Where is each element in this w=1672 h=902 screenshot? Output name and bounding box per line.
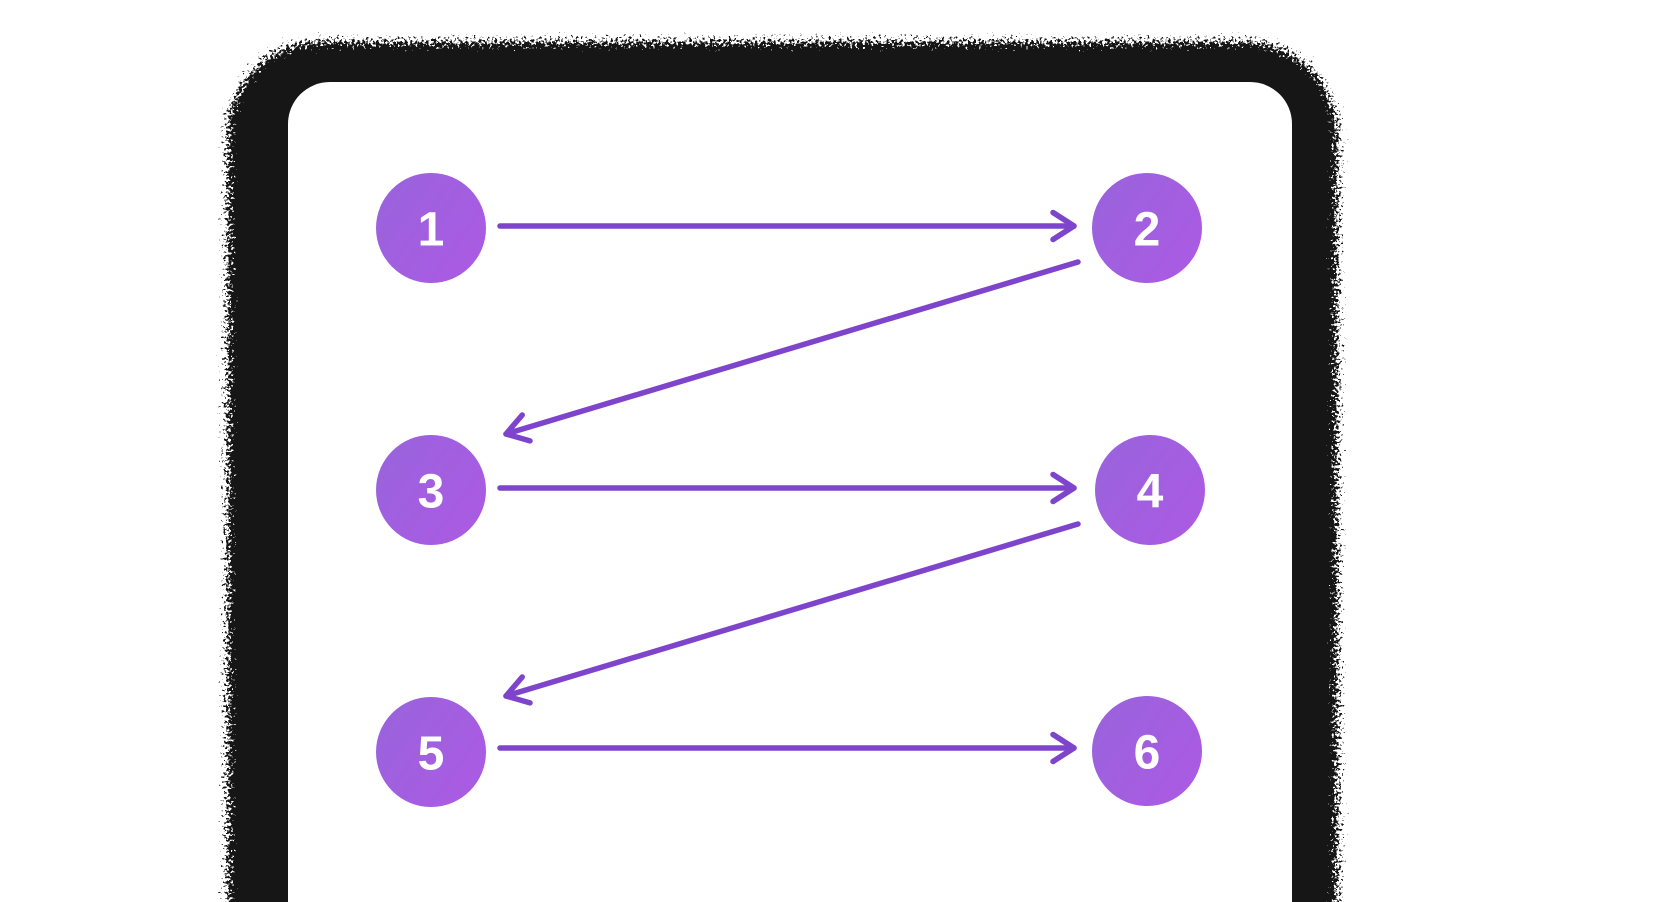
- node-1-label: 1: [418, 203, 445, 256]
- node-6-circle: [1092, 696, 1202, 806]
- node-1-circle: [376, 173, 486, 283]
- node-1: 1: [376, 173, 486, 283]
- node-2: 2: [1092, 173, 1202, 283]
- node-3-label: 3: [418, 465, 445, 518]
- node-2-label: 2: [1134, 203, 1161, 256]
- node-6: 6: [1092, 696, 1202, 806]
- node-4: 4: [1095, 435, 1205, 545]
- node-6-label: 6: [1134, 726, 1161, 779]
- node-5-label: 5: [418, 727, 445, 780]
- node-5-circle: [376, 697, 486, 807]
- edges-group: [497, 209, 1081, 765]
- arrow-2-3: [503, 259, 1081, 444]
- node-4-label: 4: [1137, 465, 1164, 518]
- card-surface: [288, 82, 1292, 902]
- nodes-group: 1 2 3 4 5 6: [376, 173, 1205, 807]
- node-2-circle: [1092, 173, 1202, 283]
- node-5: 5: [376, 697, 486, 807]
- node-3-circle: [376, 435, 486, 545]
- arrow-4-5: [503, 521, 1081, 706]
- node-3: 3: [376, 435, 486, 545]
- node-4-circle: [1095, 435, 1205, 545]
